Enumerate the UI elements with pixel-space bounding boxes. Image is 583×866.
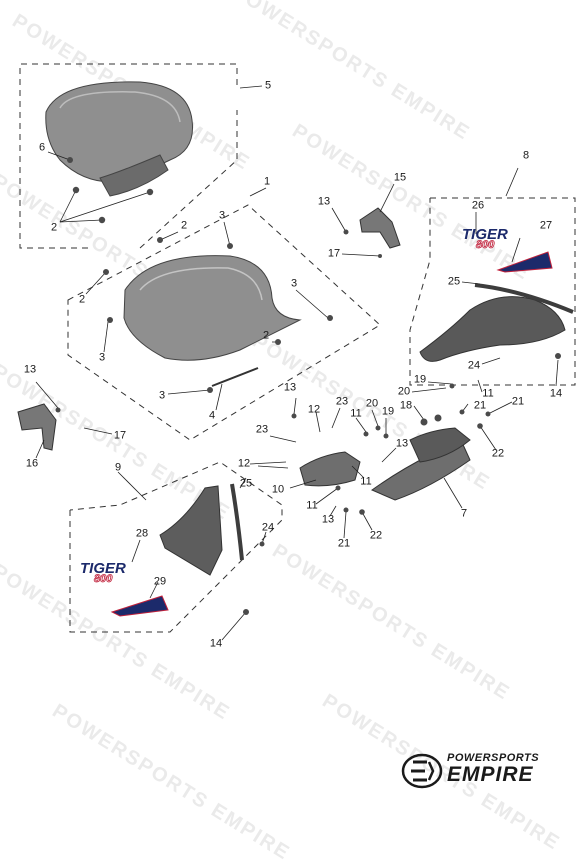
callout-2: 2 xyxy=(78,293,86,306)
tiger-decal-28: TIGER 800 xyxy=(80,560,144,586)
callout-21: 21 xyxy=(511,395,525,408)
callout-13: 13 xyxy=(321,513,335,526)
bracket-15 xyxy=(359,207,401,249)
callout-12: 12 xyxy=(237,457,251,470)
group-box-1 xyxy=(67,204,381,441)
trim-strip-25 xyxy=(474,283,574,314)
brand-main-text: EMPIRE xyxy=(447,763,534,786)
callout-11: 11 xyxy=(306,499,318,512)
callout-2: 2 xyxy=(180,219,188,232)
callout-11: 11 xyxy=(360,475,372,488)
callout-20: 20 xyxy=(397,385,411,398)
callout-7: 7 xyxy=(460,507,468,520)
callout-20: 20 xyxy=(365,397,379,410)
trim-strip-25b xyxy=(230,483,244,561)
callout-26: 26 xyxy=(471,199,485,212)
callout-14: 14 xyxy=(549,387,563,400)
callout-19: 19 xyxy=(413,373,427,386)
tiger-decal-26: TIGER 800 xyxy=(462,226,526,252)
callout-3: 3 xyxy=(218,209,226,222)
decal-29 xyxy=(110,595,169,617)
callout-3: 3 xyxy=(98,351,106,364)
tiger-text: TIGER xyxy=(462,226,508,243)
tiger-text: TIGER xyxy=(80,560,126,577)
group-box-8 xyxy=(409,197,576,386)
group-box-5 xyxy=(19,63,238,249)
callout-17: 17 xyxy=(113,429,127,442)
group-box-9 xyxy=(69,461,283,633)
fairing-left xyxy=(159,485,223,576)
callout-24: 24 xyxy=(467,359,481,372)
callout-22: 22 xyxy=(369,529,383,542)
bracket-16 xyxy=(17,403,57,451)
callout-10: 10 xyxy=(271,483,285,496)
callout-12: 12 xyxy=(307,403,321,416)
callout-11: 11 xyxy=(482,387,494,400)
callout-5: 5 xyxy=(264,79,272,92)
callout-19: 19 xyxy=(381,405,395,418)
callout-3: 3 xyxy=(290,277,298,290)
callout-28: 28 xyxy=(135,527,149,540)
callout-13: 13 xyxy=(395,437,409,450)
callout-23: 23 xyxy=(255,423,269,436)
callout-27: 27 xyxy=(539,219,553,232)
tray-10 xyxy=(299,451,361,487)
callout-15: 15 xyxy=(393,171,407,184)
empire-emblem-icon xyxy=(401,753,443,789)
callout-23: 23 xyxy=(335,395,349,408)
strap-4 xyxy=(211,367,259,387)
callout-25: 25 xyxy=(447,275,461,288)
callout-2: 2 xyxy=(262,329,270,342)
callout-11: 11 xyxy=(350,407,362,420)
callout-16: 16 xyxy=(25,457,39,470)
exploded-view xyxy=(17,63,576,641)
callout-9: 9 xyxy=(114,461,122,474)
pillion-seat xyxy=(45,81,194,197)
callout-24: 24 xyxy=(261,521,275,534)
brand-top-text: POWERSPORTS xyxy=(447,752,540,764)
callout-8: 8 xyxy=(522,149,530,162)
fairing-right xyxy=(419,296,566,362)
callout-1: 1 xyxy=(263,175,271,188)
decal-27 xyxy=(496,251,553,273)
callout-21: 21 xyxy=(337,537,351,550)
callout-13: 13 xyxy=(23,363,37,376)
callout-14: 14 xyxy=(209,637,223,650)
callout-13: 13 xyxy=(317,195,331,208)
panel-7b xyxy=(409,427,471,463)
callout-25: 25 xyxy=(239,477,253,490)
callout-21: 21 xyxy=(473,399,487,412)
model-text: 800 xyxy=(94,573,113,586)
callout-18: 18 xyxy=(399,399,413,412)
callout-17: 17 xyxy=(327,247,341,260)
callout-13: 13 xyxy=(283,381,297,394)
callout-4: 4 xyxy=(208,409,216,422)
brand-logo: POWERSPORTS EMPIRE xyxy=(401,750,561,794)
callout-3: 3 xyxy=(158,389,166,402)
callout-29: 29 xyxy=(153,575,167,588)
rider-seat xyxy=(123,255,302,361)
callout-22: 22 xyxy=(491,447,505,460)
callout-6: 6 xyxy=(38,141,46,154)
model-text: 800 xyxy=(476,239,495,252)
callout-2: 2 xyxy=(50,221,58,234)
